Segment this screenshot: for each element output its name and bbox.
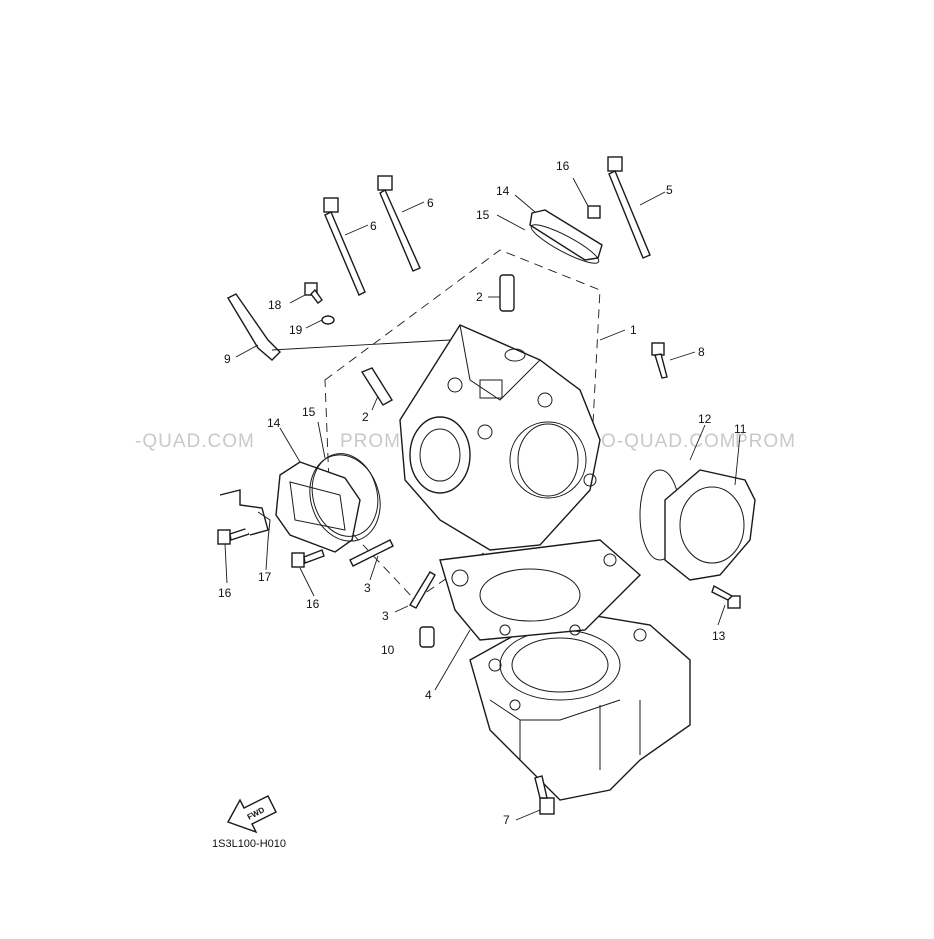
tappet-cover-top: [529, 209, 603, 264]
bolt-16c: [291, 549, 325, 568]
callout-7: 7: [503, 813, 510, 827]
head-gasket: [439, 539, 642, 641]
callout-9: 9: [224, 352, 231, 366]
callout-2-left: 2: [362, 410, 369, 424]
callout-12: 12: [698, 412, 712, 426]
bolt-16a: [587, 205, 601, 219]
bolt-13: [711, 584, 741, 609]
callout-18: 18: [268, 298, 282, 312]
cylinder-head: [399, 324, 601, 551]
callout-14-left: 14: [267, 416, 281, 430]
washer-19: [321, 315, 335, 325]
leader-lines: [224, 177, 741, 821]
callout-10: 10: [381, 643, 395, 657]
dowel-2b: [360, 367, 393, 406]
cylinder-block: [469, 609, 691, 801]
dowel-2a: [499, 274, 515, 312]
stud-3a: [349, 539, 394, 567]
o-ring-15b: [309, 454, 381, 542]
callout-6-right: 6: [427, 196, 434, 210]
forward-arrow-icon: FWD: [226, 795, 277, 834]
callout-2-top: 2: [476, 290, 483, 304]
callout-3-upper: 3: [364, 581, 371, 595]
callout-19: 19: [289, 323, 303, 337]
diagram-code: 1S3L100-H010: [212, 838, 286, 850]
intake-joint: [639, 469, 756, 581]
callout-4: 4: [425, 688, 432, 702]
callout-1: 1: [630, 323, 637, 337]
callout-16-top: 16: [556, 159, 570, 173]
bolt-8: [651, 342, 668, 379]
bolt-18: [304, 282, 323, 304]
bolt-7: [534, 775, 555, 815]
watermark-left: -QUAD.COM: [135, 431, 255, 452]
callout-15-top: 15: [476, 208, 490, 222]
callout-14-top: 14: [496, 184, 510, 198]
bolt-6a: [323, 197, 366, 296]
spark-plug-9: [227, 293, 281, 361]
callout-11: 11: [734, 422, 747, 436]
bolt-16b: [217, 527, 250, 545]
callout-8: 8: [698, 345, 705, 359]
callout-3-lower: 3: [382, 609, 389, 623]
callout-5: 5: [666, 183, 673, 197]
callout-16-lower: 16: [306, 597, 320, 611]
callout-6-left: 6: [370, 219, 377, 233]
stud-3b: [409, 571, 436, 609]
dowel-10: [419, 626, 435, 648]
callout-15-left: 15: [302, 405, 316, 419]
bracket-17: [219, 489, 271, 541]
tappet-cover-left: [275, 453, 379, 553]
callout-13: 13: [712, 629, 726, 643]
watermark-edge: PROM: [735, 431, 796, 452]
bolt-5: [607, 156, 651, 259]
callout-17: 17: [258, 570, 272, 584]
bolt-6b: [377, 175, 421, 272]
callout-16-left: 16: [218, 586, 232, 600]
